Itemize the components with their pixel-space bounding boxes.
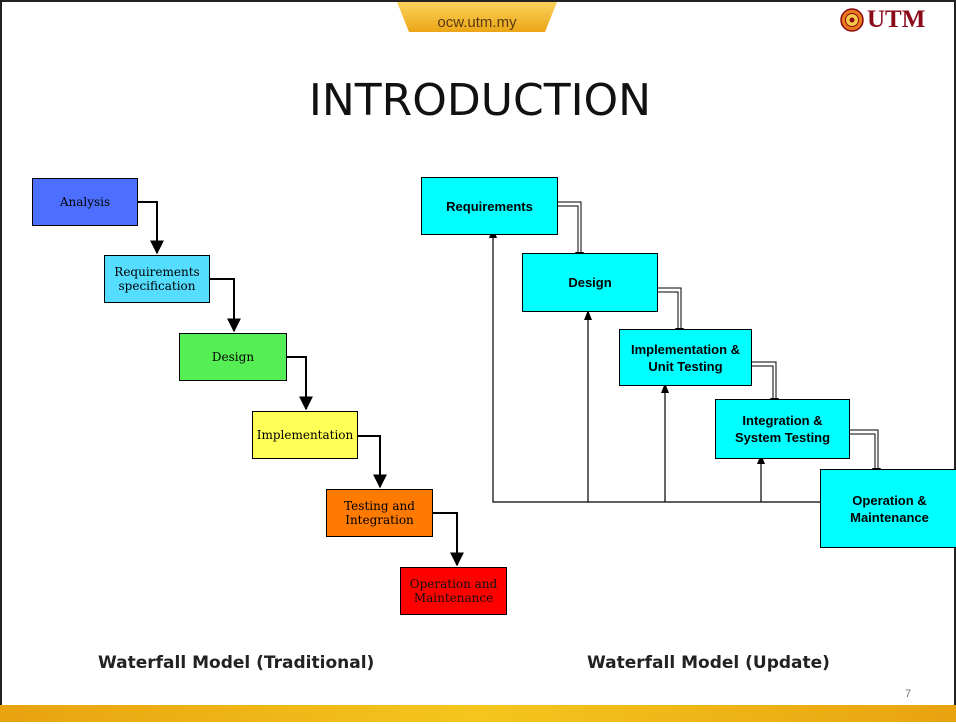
trad-stage-label: Design [211, 350, 255, 364]
slide-title: INTRODUCTION [308, 75, 652, 126]
trad-stage-label: Requirements specification [114, 265, 200, 293]
footer-bar [0, 705, 956, 722]
trad-arrow-5 [433, 512, 464, 567]
trad-stage-label: Operation and Maintenance [409, 577, 498, 605]
site-tab [397, 2, 557, 32]
caption-traditional: Waterfall Model (Traditional) [98, 653, 375, 673]
upd-stage-implementation: Implementation & Unit Testing [619, 329, 752, 386]
upd-stage-label: Design [568, 275, 612, 290]
upd-stage-operation: Operation & Maintenance [820, 469, 956, 548]
upd-stage-integration: Integration & System Testing [715, 399, 850, 459]
trad-stage-design: Design [179, 333, 287, 381]
upd-stage-design: Design [522, 253, 658, 312]
upd-stage-label: Requirements [446, 198, 533, 214]
trad-arrow-4 [358, 435, 387, 489]
trad-stage-label: Testing and Integration [344, 499, 415, 527]
trad-arrow-1 [138, 201, 164, 255]
page-number: 7 [905, 688, 912, 700]
utm-logo: UTM [840, 6, 925, 34]
upd-stage-label: Implementation & Unit Testing [630, 341, 741, 374]
trad-stage-label: Analysis [59, 195, 111, 209]
caption-updated: Waterfall Model (Update) [587, 653, 830, 673]
trad-stage-analysis: Analysis [32, 178, 138, 226]
trad-stage-operation: Operation and Maintenance [400, 567, 507, 615]
utm-crest-icon [840, 8, 864, 32]
logo-text: UTM [867, 6, 926, 33]
upd-stage-label: Integration & System Testing [734, 413, 831, 445]
trad-stage-requirements: Requirements specification [104, 255, 210, 303]
upd-stage-requirements: Requirements [421, 177, 558, 235]
trad-stage-label: Implementation [256, 428, 354, 442]
site-url[interactable]: ocw.utm.my [437, 14, 517, 31]
trad-arrow-3 [287, 356, 313, 411]
trad-arrow-2 [210, 278, 241, 333]
trad-stage-implementation: Implementation [252, 411, 358, 459]
trad-stage-testing: Testing and Integration [326, 489, 433, 537]
upd-stage-label: Operation & Maintenance [850, 492, 929, 525]
feedback-bus [492, 235, 820, 503]
